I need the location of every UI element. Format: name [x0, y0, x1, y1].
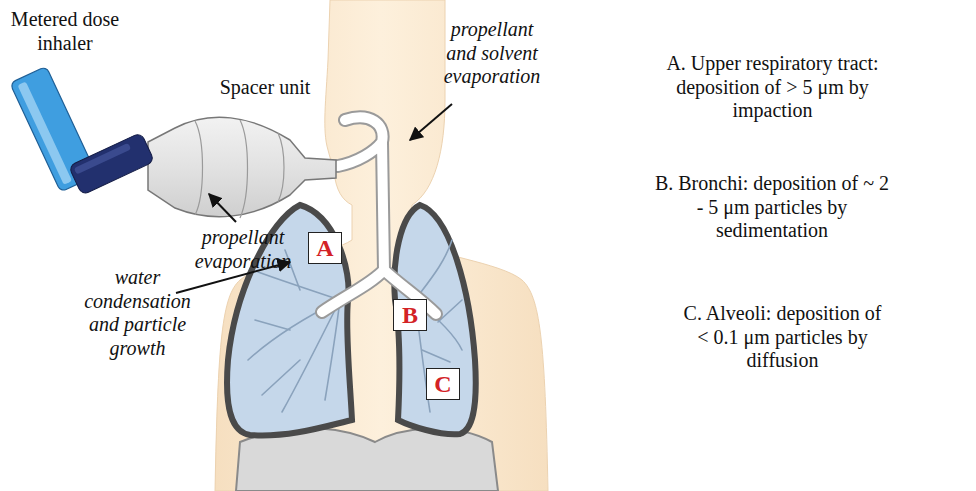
region-marker-box: C [426, 368, 460, 400]
region-letter: C [434, 372, 451, 396]
device-label: Metered dose inhaler [0, 8, 130, 55]
region-marker-box: A [308, 232, 342, 264]
region-letter: B [402, 303, 418, 327]
region-letter: A [316, 236, 333, 260]
region-marker-box: B [393, 299, 427, 331]
device-label: Spacer unit [205, 76, 325, 100]
process-note: propellant evaporation [178, 226, 308, 273]
region-description: B. Bronchi: deposition of ~ 2 - 5 μm par… [652, 172, 892, 243]
region-description: A. Upper respiratory tract: deposition o… [640, 52, 905, 123]
process-note: propellant and solvent evaporation [437, 18, 547, 89]
spacer-unit [148, 117, 336, 218]
process-note: water condensation and particle growth [75, 266, 200, 360]
metered-dose-inhaler [10, 42, 155, 203]
airway [322, 117, 436, 314]
leader-arrows [176, 104, 452, 293]
region-description: C. Alveoli: deposition of < 0.1 μm parti… [680, 302, 885, 373]
